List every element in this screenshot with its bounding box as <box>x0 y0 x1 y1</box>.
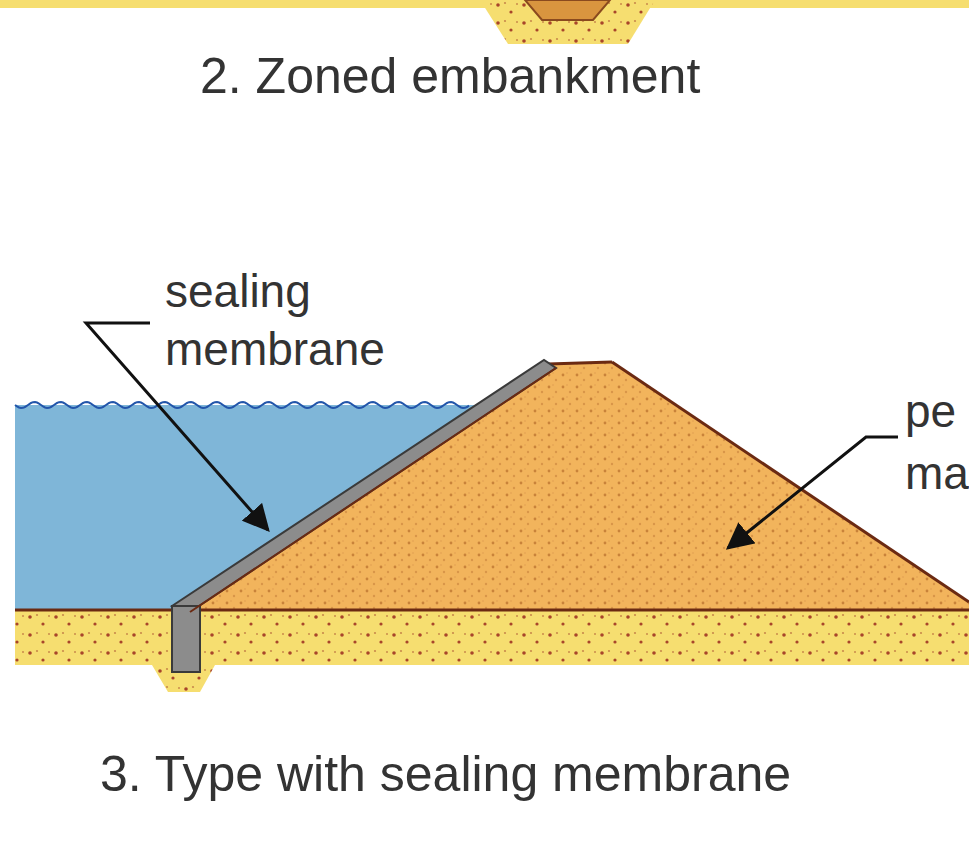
foundation-soil <box>15 610 969 692</box>
permeable-fill <box>178 362 969 610</box>
previous-figure-remnant <box>0 0 969 44</box>
sealing-membrane <box>172 360 556 672</box>
ground-line <box>15 609 969 612</box>
part-label: sealing membrane <box>165 262 465 378</box>
part-label: pe ma <box>905 380 963 504</box>
figure-title: 2. Zoned embankment <box>200 46 900 106</box>
leader-line <box>728 437 898 548</box>
water-surface <box>15 402 469 408</box>
figure-caption: 3. Type with sealing membrane <box>100 744 960 804</box>
